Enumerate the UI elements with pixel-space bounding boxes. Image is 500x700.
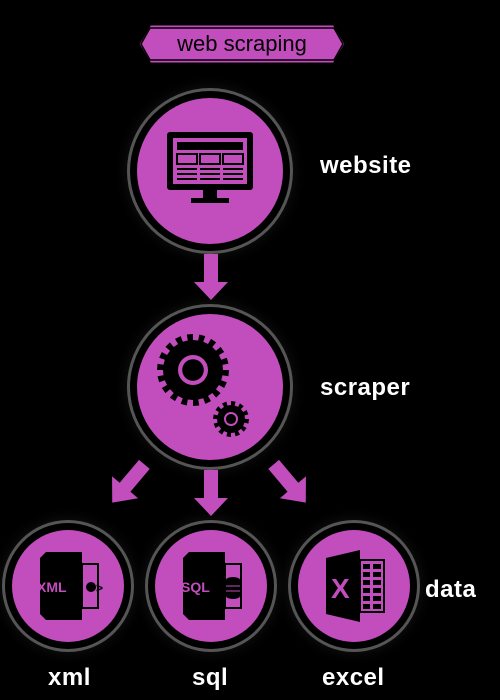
website-label: website: [320, 152, 412, 179]
excel-icon: X: [326, 550, 385, 622]
scraper-label: scraper: [320, 374, 411, 401]
sql-icon-text: SQL: [181, 579, 210, 595]
xml-icon-text: XML: [37, 579, 67, 595]
excel-label: excel: [322, 664, 385, 691]
excel-icon-text: X: [331, 573, 350, 604]
xml-file-icon: XML >: [37, 552, 103, 620]
excel-node: X: [298, 530, 410, 642]
website-node: [137, 98, 283, 244]
arrow-down-icon: [194, 254, 228, 300]
data-label: data: [425, 576, 477, 603]
page-title: web scraping: [177, 31, 307, 56]
gears-icon: [157, 334, 249, 437]
arrow-down-right-icon: [268, 459, 306, 503]
scraper-node: [137, 314, 283, 460]
svg-text:>: >: [96, 581, 103, 595]
sql-node: SQL: [155, 530, 267, 642]
arrow-down-left-icon: [112, 459, 150, 503]
title-banner: web scraping: [136, 22, 348, 66]
xml-node: XML >: [12, 530, 124, 642]
sql-database-icon: SQL: [181, 552, 242, 620]
sql-label: sql: [192, 664, 229, 691]
arrow-down-icon: [194, 470, 228, 516]
xml-label: xml: [48, 664, 91, 691]
monitor-icon: [167, 132, 253, 203]
